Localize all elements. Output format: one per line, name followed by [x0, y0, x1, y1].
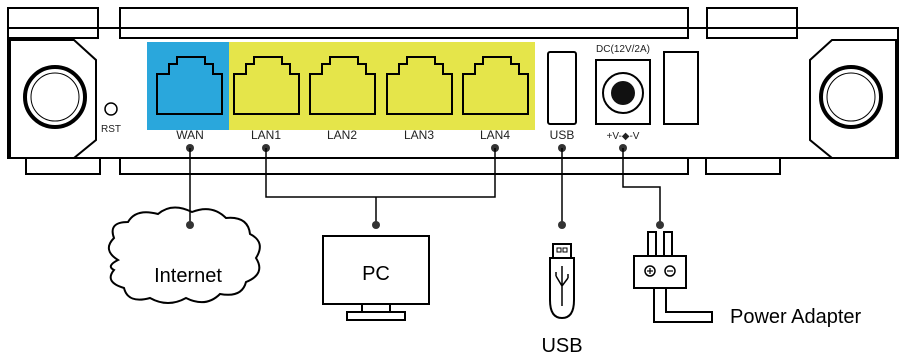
left-top-ridge	[7, 7, 99, 39]
dc-jack-housing	[595, 59, 651, 125]
reset-button[interactable]	[104, 102, 118, 116]
usb-port-label: USB	[550, 128, 575, 142]
wan-label: WAN	[176, 128, 204, 142]
pc-label: PC	[362, 263, 390, 285]
pc-monitor-icon: PC	[322, 235, 430, 321]
lan1-label: LAN1	[251, 128, 281, 142]
usb-stick-icon: USB	[541, 243, 583, 357]
connection-wires	[186, 144, 664, 229]
left-foot	[25, 157, 101, 175]
center-top-ridge	[119, 7, 689, 39]
right-knob-icon	[819, 65, 883, 129]
right-top-ridge	[706, 7, 798, 39]
lan4-label: LAN4	[480, 128, 510, 142]
router-rear-panel: RST WAN LAN1 LAN2 LAN3 LAN4 USB DC(12	[7, 7, 899, 175]
rst-label: RST	[101, 124, 121, 135]
lan2-port[interactable]	[309, 56, 376, 115]
internet-cloud-icon: Internet	[107, 206, 261, 304]
dc-power-jack[interactable]	[611, 81, 635, 105]
wan-highlight	[147, 42, 229, 130]
power-adapter-icon: Power Adapter	[633, 231, 862, 328]
right-foot	[705, 157, 781, 175]
router-body	[7, 27, 899, 159]
lan4-port[interactable]	[462, 56, 529, 115]
lan2-label: LAN2	[327, 128, 357, 142]
lan-highlight	[229, 42, 535, 130]
right-end-cap	[809, 39, 897, 159]
usb-device-label: USB	[541, 335, 582, 357]
dc-label: DC(12V/2A)	[596, 44, 650, 55]
lan3-port[interactable]	[386, 56, 453, 115]
wan-port[interactable]	[156, 56, 223, 115]
power-adapter-label: Power Adapter	[730, 306, 862, 328]
internet-label: Internet	[154, 265, 222, 287]
left-knob-icon	[23, 65, 87, 129]
usb-port[interactable]	[547, 51, 577, 125]
center-base	[119, 157, 689, 175]
lan1-port[interactable]	[233, 56, 300, 115]
lan3-label: LAN3	[404, 128, 434, 142]
polarity-label: +V-◆-V	[607, 131, 640, 142]
left-end-cap	[9, 39, 97, 159]
power-switch[interactable]	[663, 51, 699, 125]
